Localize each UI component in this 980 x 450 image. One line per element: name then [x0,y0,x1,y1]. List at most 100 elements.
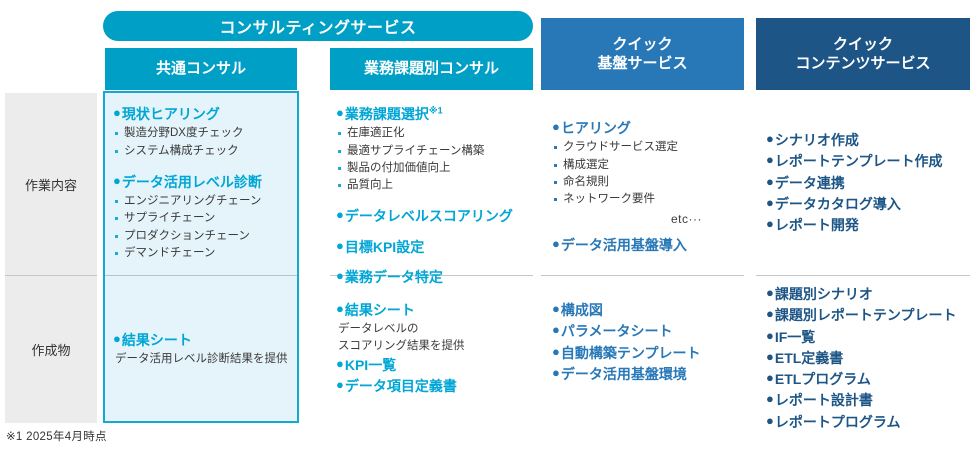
list-item-label: レポートテンプレート作成 [774,153,943,170]
square-bullet-icon [115,200,118,204]
note-text-line1: データレベルの [338,323,419,336]
bullet-icon: ● [766,216,774,232]
sub-list-item-label: デマンドチェーン [124,246,216,259]
sub-list-item-label: 在庫適正化 [347,127,405,140]
cell-quick-platform-deliverables: ● 構成図 ● パラメータシート ● 自動構築テンプレート ● データ活用基盤環… [552,300,744,385]
list-item: ● IF一覧 [766,327,970,347]
note-text: データ活用レベル診断結果を提供 [115,353,288,366]
bullet-icon: ● [336,376,344,392]
footnote-text: ※1 2025年4月時点 [6,431,107,443]
square-bullet-icon [338,132,341,136]
list-item-label: パラメータシート [560,323,673,340]
sub-list-item-label: 構成選定 [563,158,609,171]
column-header-line1: クイック [612,35,673,53]
column-row-divider [330,275,533,276]
footnote-marker: ※1 [428,105,443,116]
sub-list-item: 製造分野DX度チェック [113,125,293,142]
sub-list-item: 構成選定 [552,157,744,174]
list-item-label: ETLプログラム [774,371,871,388]
square-bullet-icon [554,180,557,184]
bullet-icon: ● [336,237,344,253]
sub-list-item: 品質向上 [336,177,531,194]
list-item-label: ヒアリング [560,120,631,136]
list-item-label: レポートプログラム [774,413,901,430]
list-item-label: シナリオ作成 [774,132,859,148]
cell-quick-platform-work: ● ヒアリング クラウドサービス選定 構成選定 命名規則 ネットワーク要件 et… [552,118,744,257]
column-body-quick-platform-service [541,91,744,423]
cell-business-issue-consulting-work: ● 業務課題選択※1 在庫適正化 最適サプライチェーン構築 製品の付加価値向上 … [336,104,531,288]
column-body-business-issue-consulting [330,91,533,423]
square-bullet-icon [115,149,118,153]
bullet-icon: ● [552,322,560,338]
list-item-label: 構成図 [560,302,603,318]
spacer [336,258,531,267]
square-bullet-icon [115,234,118,238]
cell-common-consulting-work: ● 現状ヒアリング 製造分野DX度チェック システム構成チェック ● データ活用… [113,104,293,262]
square-bullet-icon [338,166,341,170]
sub-list-item: 最適サプライチェーン構築 [336,143,531,160]
bullet-icon: ● [113,172,121,188]
row-label-text: 作業内容 [24,177,77,193]
bullet-icon: ● [552,343,560,359]
bullet-icon: ● [766,131,774,146]
bullet-icon: ● [766,348,774,364]
sub-list-item-label: 品質向上 [347,179,393,192]
square-bullet-icon [115,251,118,255]
bullet-icon: ● [766,370,774,386]
list-item: ● ETL定義書 [766,348,970,368]
bullet-icon: ● [552,364,560,380]
column-row-divider [756,275,970,276]
list-item: ● 業務課題選択※1 [336,104,531,124]
sub-list-item-label: システム構成チェック [124,144,239,157]
list-item-label: データカタログ導入 [774,195,901,212]
bullet-icon: ● [766,194,774,210]
square-bullet-icon [554,198,557,202]
column-header-label: 業務課題別コンサル [363,60,499,78]
list-item-label: データ連携 [774,174,845,191]
list-item-label: データ項目定義書 [344,377,457,394]
sub-list-item: デマンドチェーン [113,245,293,262]
list-item-label: 課題別レポートテンプレート [774,307,957,324]
list-item: ● データ活用基盤導入 [552,235,744,255]
list-item-label: レポート開発 [774,217,859,234]
sub-list-item: サプライチェーン [113,210,293,227]
list-item: ● データカタログ導入 [766,194,970,214]
list-item-label: ETL定義書 [774,349,844,366]
row-label-text: 作成物 [31,343,71,358]
etc-label: etc··· [671,212,702,227]
sub-list-item-label: プロダクションチェーン [124,229,250,242]
sub-list-item: システム構成チェック [113,143,293,160]
column-header-common-consulting: 共通コンサル [105,48,297,90]
spacer [336,228,531,237]
bullet-icon: ● [336,355,344,371]
list-item-label: レポート設計書 [774,392,873,409]
bullet-icon: ● [552,301,560,316]
bullet-icon: ● [766,391,774,407]
list-item: ● データ活用基盤環境 [552,364,744,384]
sub-list-item-label: 命名規則 [563,175,609,188]
bullet-icon: ● [113,105,121,120]
group-header-label: コンサルティングサービス [219,20,417,37]
list-item: ● レポート開発 [766,215,970,235]
square-bullet-icon [554,146,557,150]
sub-list-item: クラウドサービス選定 [552,139,744,156]
row-label-divider [5,275,97,276]
list-item: ● データ連携 [766,173,970,193]
square-bullet-icon [338,149,341,153]
list-item: ● レポート設計書 [766,390,970,410]
bullet-icon: ● [766,306,774,322]
column-header-line2: 基盤サービス [597,55,688,72]
bullet-icon: ● [766,412,774,428]
list-item-label: データ活用基盤環境 [560,365,687,382]
list-item-label: データ活用レベル診断 [121,173,262,190]
list-item-label: データ活用基盤導入 [560,237,687,254]
column-body-common-consulting [103,91,299,423]
column-header-quick-contents-service: クイック コンテンツサービス [756,18,970,90]
sub-list-item: ネットワーク要件 [552,191,744,208]
list-item: ● 業務データ特定 [336,267,531,287]
square-bullet-icon [115,217,118,221]
list-item: ● レポートテンプレート作成 [766,151,970,171]
sub-list-item: 製品の付加価値向上 [336,160,531,177]
list-item: ● 課題別レポートテンプレート [766,305,970,325]
